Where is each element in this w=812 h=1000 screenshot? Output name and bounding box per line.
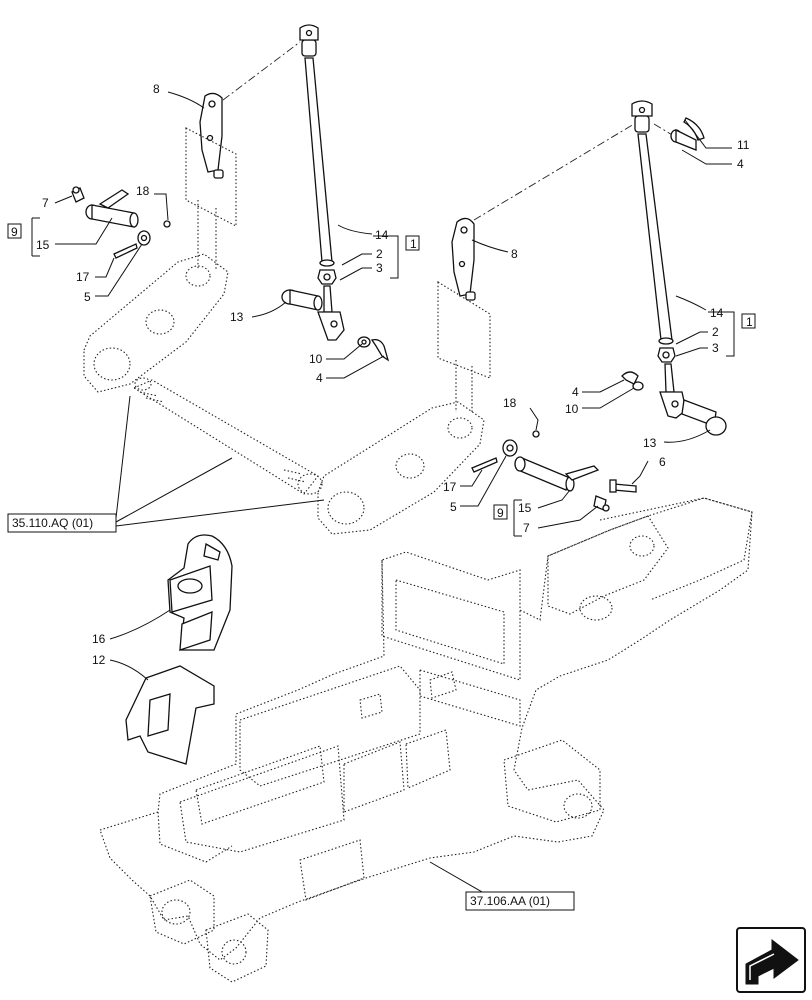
grease-nipple-7-right [593, 495, 610, 512]
kit-box-1-left [405, 235, 420, 251]
bracket-left [199, 92, 224, 179]
next-page-arrow-icon[interactable] [736, 927, 806, 993]
washer-5-left [137, 230, 151, 246]
nut-18-left [163, 220, 171, 228]
pivot-pin-15-left [85, 189, 139, 228]
callout-10-right: 10 [565, 402, 579, 416]
reference-lift-arm[interactable]: 35.110.AQ (01) [7, 513, 117, 533]
bolt-17-right [471, 457, 498, 473]
hook-assembly-16 [167, 534, 233, 651]
kit-box-9-left [7, 223, 22, 239]
callout-labels: 8 18 9 7 15 17 5 14 1 2 3 13 10 4 8 11 4… [7, 82, 756, 667]
washer-10-right [632, 381, 644, 391]
callout-3-left: 3 [376, 261, 383, 275]
callout-7-left: 7 [42, 196, 49, 210]
reference-frame[interactable]: 37.106.AA (01) [465, 891, 575, 911]
rear-frame [99, 497, 753, 983]
reference-box-lift-arm[interactable] [7, 513, 117, 533]
nut-18-right [532, 430, 540, 438]
guide-plate-12 [125, 665, 215, 765]
pin-13-right [681, 399, 727, 436]
callout-4-right-top: 4 [737, 157, 744, 171]
lift-rod-right-end [659, 363, 687, 419]
split-pin-4-left [370, 338, 390, 362]
callout-16: 16 [92, 632, 106, 646]
callout-1-left: 1 [410, 237, 417, 251]
callout-8-right: 8 [511, 247, 518, 261]
callout-4-right: 4 [572, 385, 579, 399]
lift-rod-right-nut [657, 347, 676, 363]
callout-9-right: 9 [497, 506, 504, 520]
callout-17-right: 17 [443, 480, 457, 494]
split-pin-4-right [621, 371, 639, 385]
callout-18-right: 18 [503, 396, 517, 410]
reference-text-frame[interactable]: 37.106.AA (01) [470, 894, 550, 908]
callout-5-left: 5 [84, 290, 91, 304]
pin-13-left [281, 289, 323, 311]
pin-11-right [670, 117, 705, 151]
lift-rod-left [299, 24, 335, 267]
washer-5-right [502, 439, 518, 457]
lift-rod-right [631, 100, 674, 345]
callout-10-left: 10 [309, 352, 323, 366]
leader-lines [31, 91, 735, 901]
callout-2-right: 2 [712, 325, 719, 339]
callout-1-right: 1 [746, 315, 753, 329]
grease-nipple-7-left [71, 186, 85, 203]
lift-arm-left [83, 253, 229, 393]
reference-text-lift-arm[interactable]: 35.110.AQ (01) [12, 516, 93, 530]
callout-12: 12 [92, 653, 106, 667]
callout-13-left: 13 [230, 310, 244, 324]
bolt-17-left [113, 243, 138, 259]
callout-17-left: 17 [76, 270, 90, 284]
callout-18-left: 18 [136, 184, 150, 198]
lift-rod-left-nut [317, 269, 337, 285]
callout-11: 11 [737, 138, 750, 152]
callout-14-right: 14 [710, 306, 724, 320]
pivot-pin-15-right [514, 456, 600, 492]
callout-5-right: 5 [450, 500, 457, 514]
lift-arm-right [317, 401, 485, 535]
callout-13-right: 13 [643, 436, 657, 450]
callout-6: 6 [659, 455, 666, 469]
callout-3-right: 3 [712, 341, 719, 355]
reference-box-frame[interactable] [465, 891, 575, 911]
callout-8-left: 8 [153, 82, 160, 96]
kit-box-9-right [493, 504, 508, 520]
callout-15-right: 15 [518, 501, 532, 515]
bolt-6-right [609, 479, 637, 493]
callout-14-left: 14 [375, 228, 389, 242]
lift-rod-left-end [317, 285, 345, 341]
kit-box-1-right [741, 313, 756, 329]
callout-4-left: 4 [316, 371, 323, 385]
callout-9-left: 9 [11, 225, 18, 239]
callout-7-right: 7 [523, 521, 530, 535]
bracket-right [451, 217, 476, 301]
callout-15-left: 15 [36, 238, 50, 252]
callout-2-left: 2 [376, 247, 383, 261]
cross-shaft [132, 377, 323, 495]
